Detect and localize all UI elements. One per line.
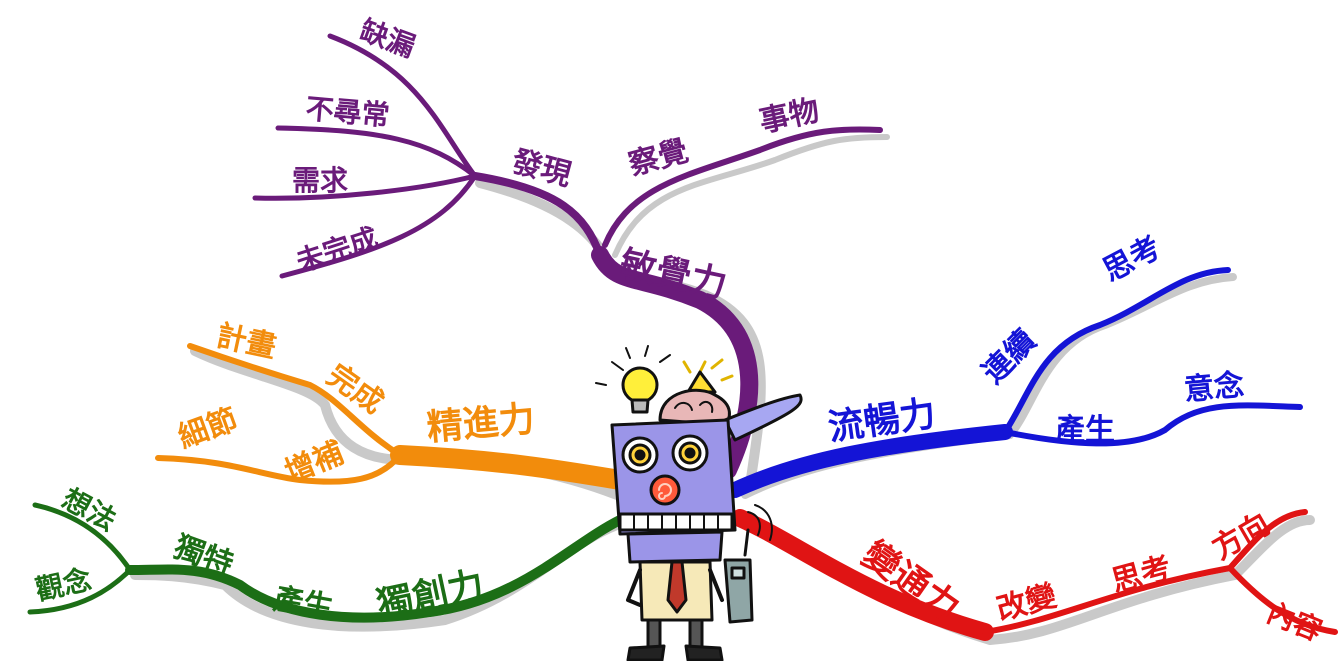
robot-tie xyxy=(666,560,688,614)
label-flexibility-sub4: 內容 xyxy=(1262,596,1326,648)
branch-fluency xyxy=(727,267,1303,498)
label-fluency-sub2: 思考 xyxy=(1097,230,1166,289)
label-elaboration-sub3: 細節 xyxy=(174,402,242,455)
branch-elaboration xyxy=(155,343,630,490)
branch-originality xyxy=(27,502,625,623)
lightbulb-icon xyxy=(595,345,671,414)
label-fluency-sub4: 意念 xyxy=(1183,368,1246,408)
label-sensitivity-leaf3: 需求 xyxy=(292,164,348,197)
spark-icon xyxy=(682,358,734,394)
branch-flexibility xyxy=(731,509,1338,641)
robot-nose xyxy=(649,474,681,506)
label-sensitivity-leaf2: 不尋常 xyxy=(304,92,391,132)
label-sensitivity-leaf1: 缺漏 xyxy=(356,14,420,64)
phone-icon xyxy=(723,504,773,624)
label-elaboration-main: 精進力 xyxy=(425,399,536,449)
label-flexibility-sub1: 改變 xyxy=(993,578,1060,627)
label-sensitivity-leaf4: 未完成 xyxy=(292,221,382,278)
robot-illustration xyxy=(595,345,803,661)
label-fluency-sub3: 產生 xyxy=(1055,413,1115,448)
